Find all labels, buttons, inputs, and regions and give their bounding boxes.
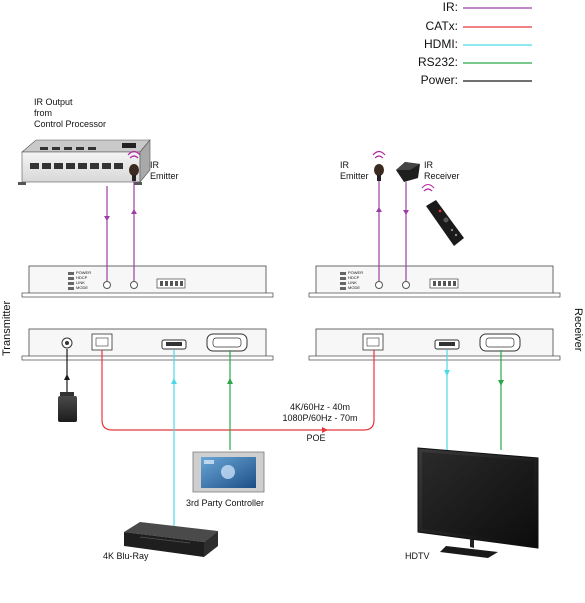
ir-emitter-rx	[372, 150, 386, 181]
rx-led-link: LINK	[348, 280, 357, 285]
rx-led-mode: MODE	[348, 285, 360, 290]
rx-led-hdcp: HDCP	[348, 275, 360, 280]
ir-cables	[104, 181, 409, 281]
hdtv-label: HDTV	[405, 551, 430, 561]
tx-led-power: POWER	[76, 270, 92, 275]
ir-receiver-label: IR Receiver	[424, 160, 460, 181]
power-cable	[64, 349, 70, 392]
rx-led-labels: POWER HDCP LINK MODE	[348, 270, 363, 290]
bluray-player	[124, 522, 218, 557]
legend-hdmi-label: HDMI:	[424, 37, 458, 51]
tx-led-mode: MODE	[76, 285, 88, 290]
power-adapter	[58, 392, 77, 422]
ir-receiver-device	[396, 162, 420, 182]
transmitter-front-panel	[21, 328, 274, 361]
receiver-front-panel	[308, 328, 561, 361]
legend-rs232-label: RS232:	[417, 55, 458, 69]
from-label: from	[34, 108, 52, 118]
legend	[463, 7, 532, 82]
rx-led-power: POWER	[348, 270, 364, 275]
remote-control	[421, 183, 464, 246]
third-party-controller	[192, 451, 265, 493]
tx-led-labels: POWER HDCP LINK MODE	[76, 270, 91, 290]
cable-spec-1080p: 1080P/60Hz - 70m	[282, 413, 358, 423]
bluray-label: 4K Blu-Ray	[103, 551, 149, 561]
receiver-top-panel	[308, 265, 561, 298]
legend-power-label: Power:	[420, 73, 458, 87]
transmitter-top-panel	[21, 265, 274, 298]
legend-catx-label: CATx:	[425, 19, 458, 33]
control-processor-device	[18, 139, 151, 185]
tx-led-hdcp: HDCP	[76, 275, 88, 280]
ir-emitter-tx	[127, 150, 141, 181]
ir-output-label: IR Output	[34, 97, 73, 107]
transmitter-label: Transmitter	[1, 300, 13, 356]
receiver-label: Receiver	[572, 308, 584, 352]
poe-label: POE	[306, 433, 326, 443]
hdtv	[417, 447, 539, 558]
cable-spec-4k: 4K/60Hz - 40m	[289, 402, 351, 412]
tx-led-link: LINK	[76, 280, 85, 285]
ir-emitter-tx-label: IR Emitter	[150, 160, 179, 181]
hdmi-cables	[171, 350, 450, 530]
control-processor-label: Control Processor	[34, 119, 107, 129]
third-party-controller-label: 3rd Party Controller	[186, 498, 265, 508]
rs232-cables	[227, 350, 504, 450]
legend-ir-label: IR:	[442, 0, 458, 14]
catx-cable	[101, 350, 375, 433]
ir-emitter-rx-label: IR Emitter	[340, 160, 369, 181]
